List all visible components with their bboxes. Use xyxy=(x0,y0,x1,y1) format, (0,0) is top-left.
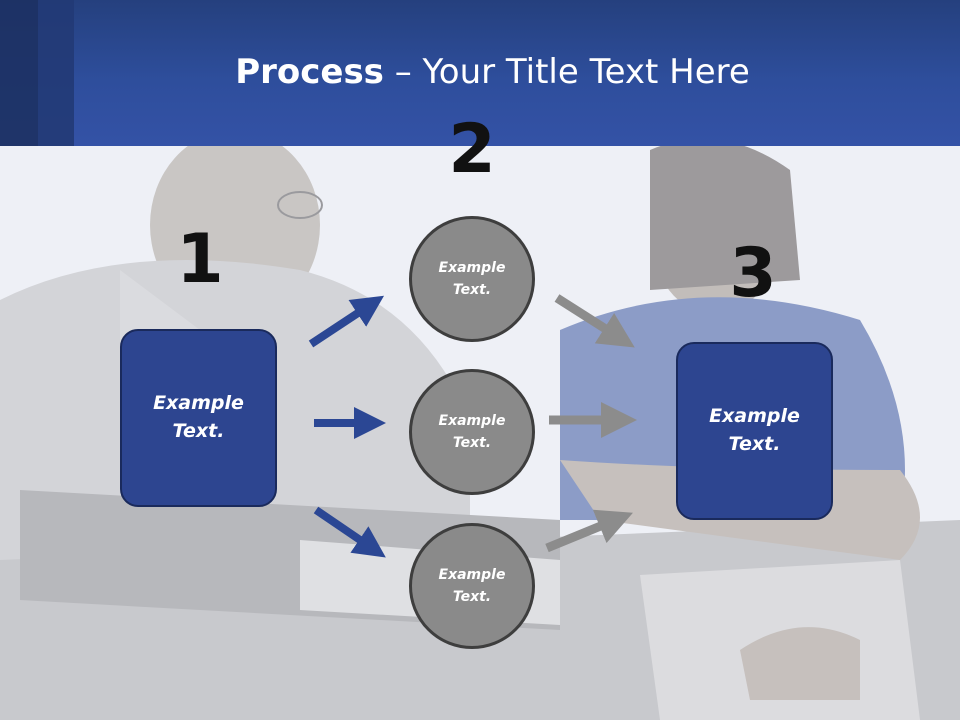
right-box-line2: Text. xyxy=(728,433,781,455)
arrow-left-to-circle-3 xyxy=(313,506,386,558)
circle-2-line1: Example xyxy=(438,412,506,429)
left-box-line2: Text. xyxy=(172,420,225,442)
left-process-box[interactable]: Example Text. xyxy=(120,329,277,507)
arrow-left-to-circle-1 xyxy=(308,295,385,348)
title-rest: – Your Title Text Here xyxy=(383,52,750,92)
arrow-circle-3-to-right xyxy=(545,509,633,553)
step-number-3[interactable]: 3 xyxy=(729,234,777,313)
title-bold: Process xyxy=(235,52,384,92)
step-number-2[interactable]: 2 xyxy=(448,110,496,189)
arrow-circle-1-to-right xyxy=(554,294,635,348)
circle-3-line2: Text. xyxy=(452,589,492,605)
header-stripe xyxy=(38,0,74,146)
header-stripe xyxy=(0,0,38,146)
step-number-1[interactable]: 1 xyxy=(176,220,224,299)
title-bar: Process – Your Title Text Here xyxy=(0,0,960,146)
left-box-line1: Example xyxy=(153,392,244,415)
circle-1-line1: Example xyxy=(438,259,506,276)
circle-2-line2: Text. xyxy=(452,435,492,451)
right-process-box[interactable]: Example Text. xyxy=(676,342,833,520)
slide-title[interactable]: Process – Your Title Text Here xyxy=(0,52,960,92)
circle-3-line1: Example xyxy=(438,566,506,583)
circle-1-line2: Text. xyxy=(452,282,492,298)
right-box-line1: Example xyxy=(709,405,800,428)
